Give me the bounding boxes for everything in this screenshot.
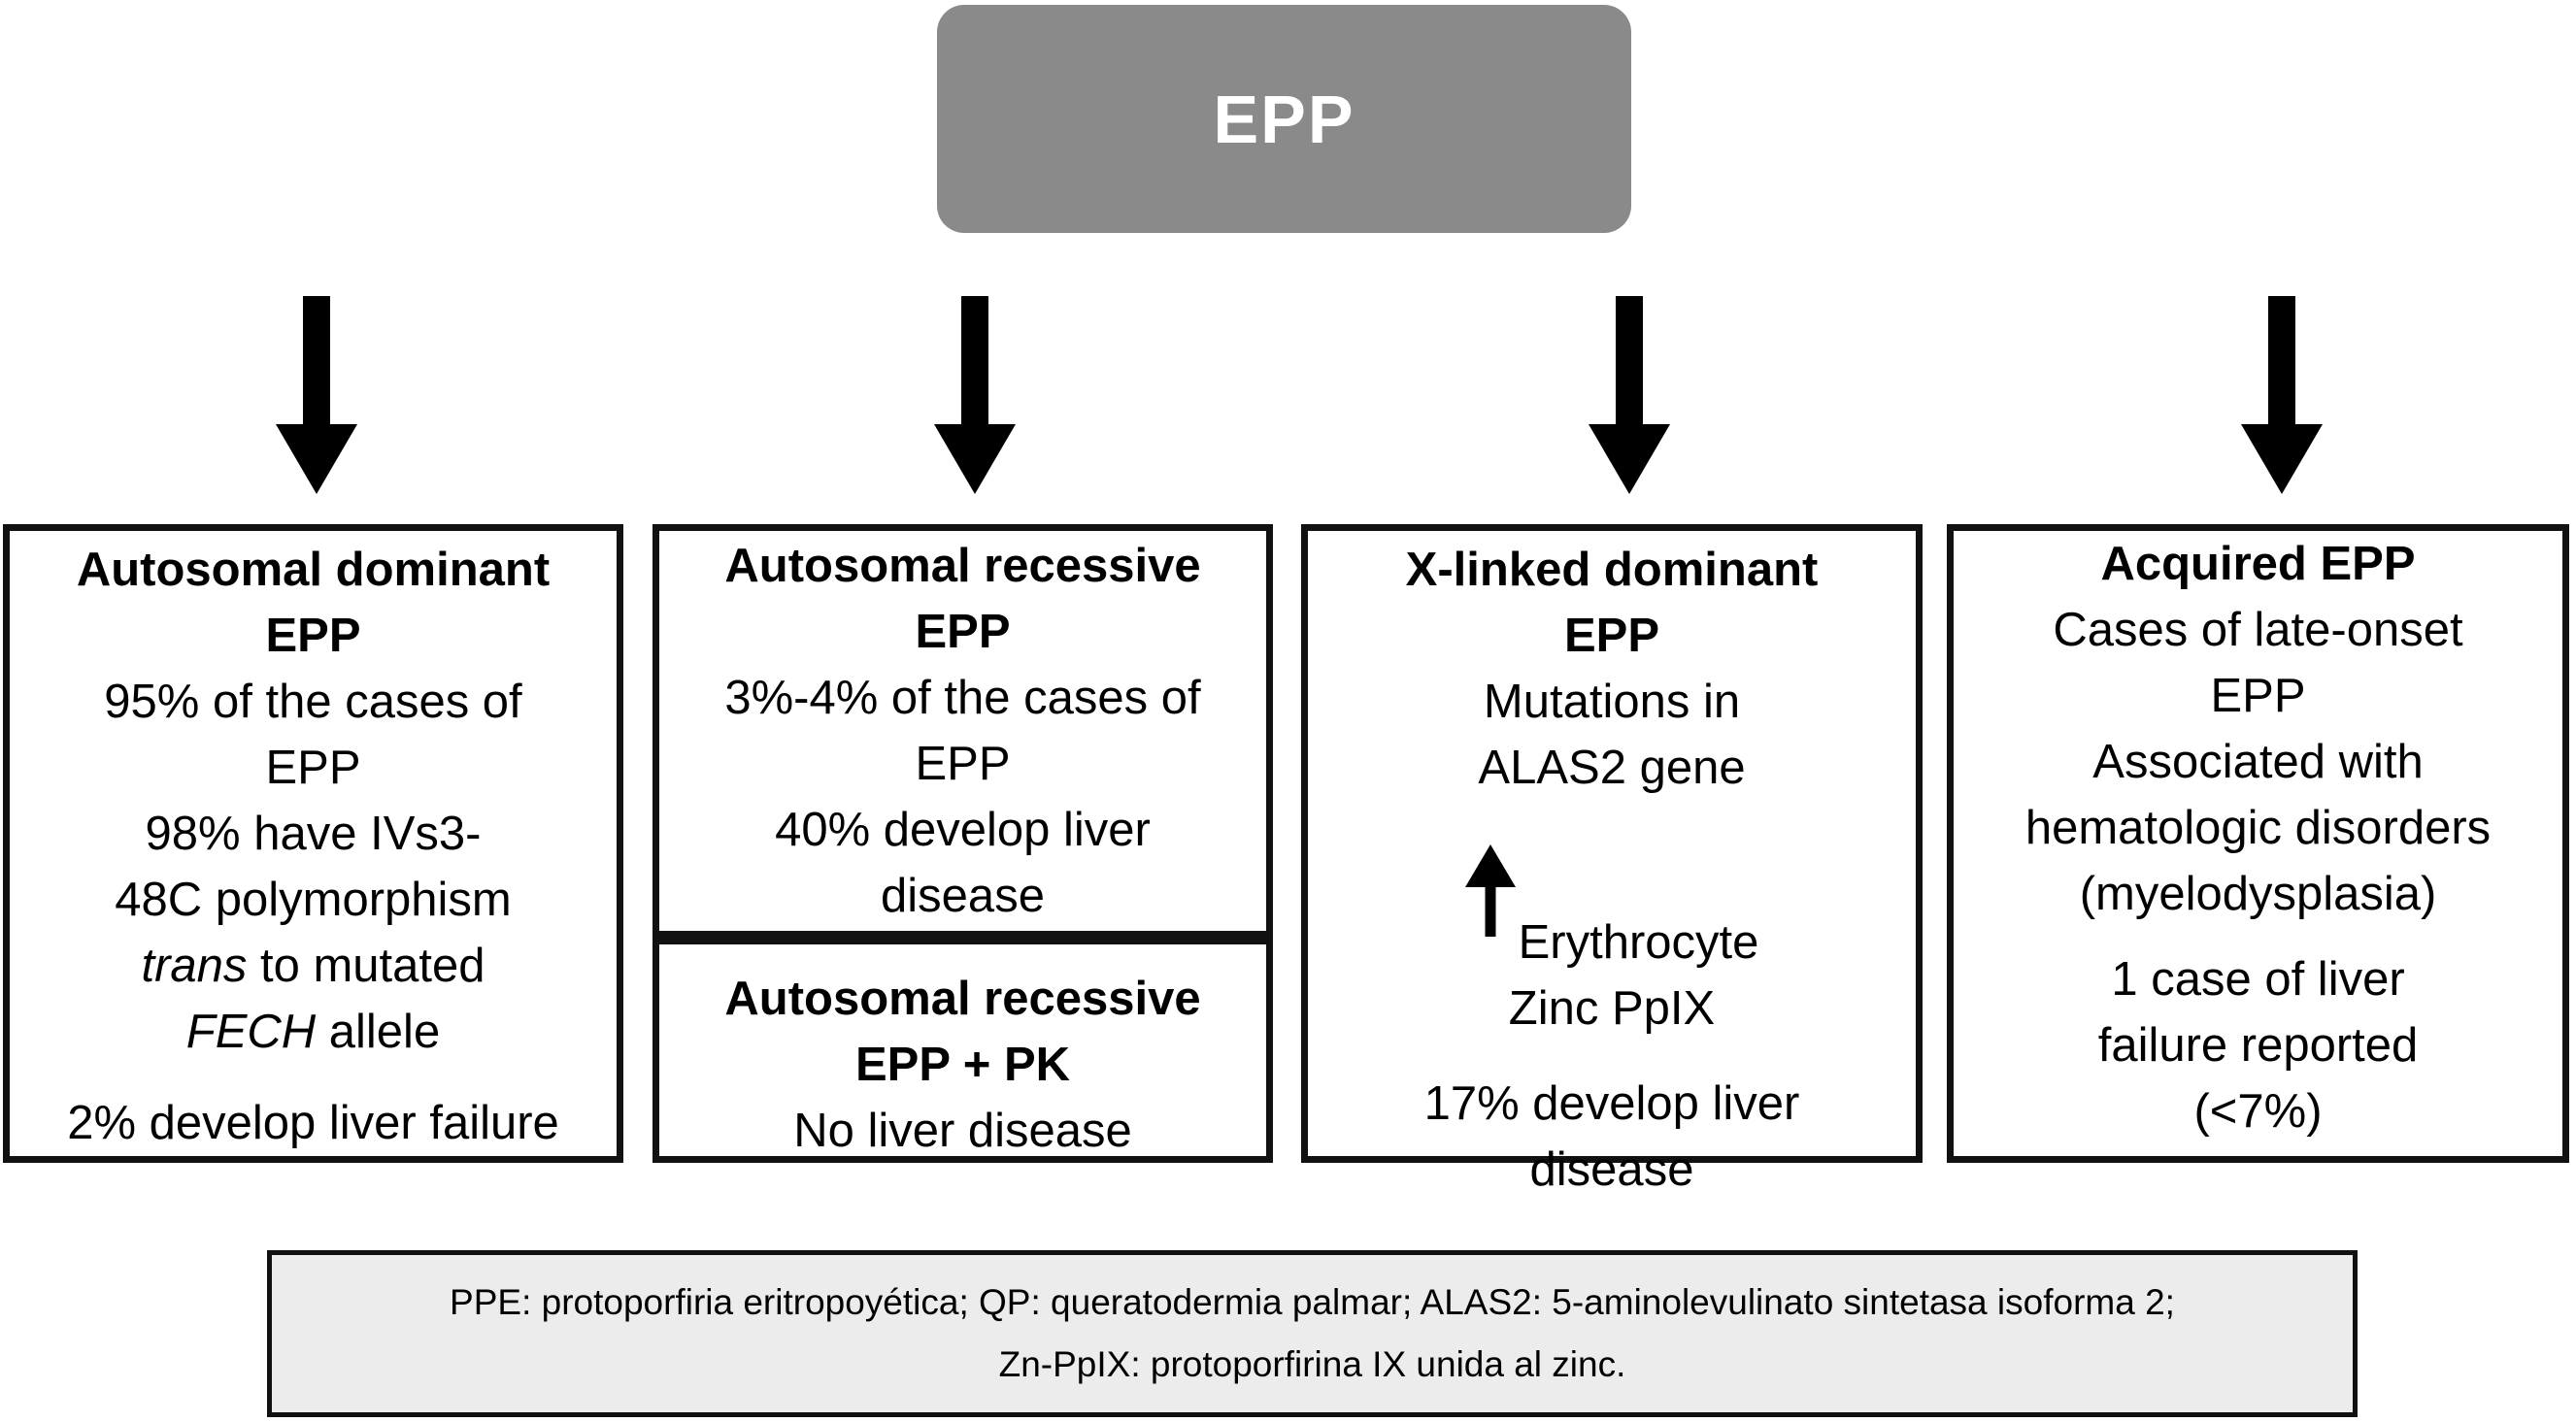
acquired-epp-box-line: Cases of late-onset bbox=[2053, 604, 2463, 656]
legend-line-2: Zn-PpIX: protoporfirina IX unida al zinc… bbox=[998, 1344, 1626, 1384]
epp-root-label: EPP bbox=[1213, 81, 1355, 157]
acquired-epp-box-line: 1 case of liver bbox=[2111, 953, 2405, 1006]
autosomal-recessive-epp-box-line: EPP bbox=[915, 606, 1011, 658]
autosomal-recessive-epp-pk-box-line: No liver disease bbox=[793, 1105, 1132, 1157]
down-arrow-icon-1 bbox=[276, 296, 357, 494]
x-linked-dominant-epp-box-line: X-linked dominant bbox=[1405, 544, 1819, 596]
autosomal-recessive-epp-box-line: EPP bbox=[915, 738, 1011, 790]
acquired-epp-box-line: Acquired EPP bbox=[2100, 538, 2416, 590]
acquired-epp-box-line: hematologic disorders bbox=[2024, 802, 2492, 854]
autosomal-dominant-epp-box-line: 2% develop liver failure bbox=[67, 1097, 559, 1149]
autosomal-dominant-epp-box-line: FECH allele bbox=[185, 1006, 441, 1058]
x-linked-dominant-epp-box-line: disease bbox=[1529, 1143, 1694, 1196]
autosomal-recessive-epp-pk-box-line: EPP + PK bbox=[854, 1039, 1071, 1091]
acquired-epp-box-line: (<7%) bbox=[2193, 1085, 2323, 1138]
epp-root-node: EPP bbox=[937, 5, 1631, 233]
down-arrow-icon-4 bbox=[2241, 296, 2323, 494]
acquired-epp-box-line: failure reported bbox=[2097, 1019, 2419, 1072]
autosomal-recessive-epp-pk-box-line: Autosomal recessive bbox=[724, 973, 1201, 1025]
x-linked-dominant-epp-box-line: Mutations in bbox=[1483, 676, 1741, 728]
legend-line-1: PPE: protoporfiria eritropoyética; QP: q… bbox=[450, 1282, 2175, 1322]
increase-arrow-icon bbox=[1464, 844, 1516, 937]
autosomal-recessive-epp-box-line: 3%-4% of the cases of bbox=[724, 672, 1201, 724]
x-linked-dominant-epp-box-line: Erythrocyte bbox=[1308, 844, 1916, 976]
autosomal-dominant-epp-box-line: 48C polymorphism bbox=[115, 874, 512, 926]
autosomal-recessive-epp-box-line: Autosomal recessive bbox=[724, 540, 1201, 592]
acquired-epp-box-line: EPP bbox=[2210, 670, 2306, 722]
autosomal-dominant-epp-box-line: 95% of the cases of bbox=[104, 676, 522, 728]
autosomal-dominant-epp-box-line: trans to mutated bbox=[141, 940, 485, 992]
abbreviation-legend: PPE: protoporfiria eritropoyética; QP: q… bbox=[267, 1250, 2358, 1417]
down-arrow-icon-2 bbox=[934, 296, 1016, 494]
acquired-epp-box-line: Associated with bbox=[2092, 736, 2424, 788]
down-arrow-icon-3 bbox=[1589, 296, 1670, 494]
autosomal-dominant-epp-box-line: EPP bbox=[265, 742, 361, 794]
autosomal-dominant-epp-box-line: EPP bbox=[265, 610, 361, 662]
autosomal-dominant-epp-box-line: 98% have IVs3- bbox=[145, 808, 482, 860]
acquired-epp-box-line: (myelodysplasia) bbox=[2079, 868, 2437, 920]
autosomal-dominant-epp-box-line: Autosomal dominant bbox=[76, 544, 551, 596]
autosomal-recessive-epp-box-line: 40% develop liver bbox=[775, 804, 1151, 856]
x-linked-dominant-epp-box-line: ALAS2 gene bbox=[1478, 742, 1746, 794]
x-linked-dominant-epp-box-line: 17% develop liver bbox=[1423, 1077, 1800, 1130]
autosomal-recessive-epp-box-line: disease bbox=[881, 870, 1045, 922]
x-linked-dominant-epp-box-line: EPP bbox=[1563, 610, 1660, 662]
x-linked-dominant-epp-box-line: Zinc PpIX bbox=[1508, 982, 1716, 1035]
